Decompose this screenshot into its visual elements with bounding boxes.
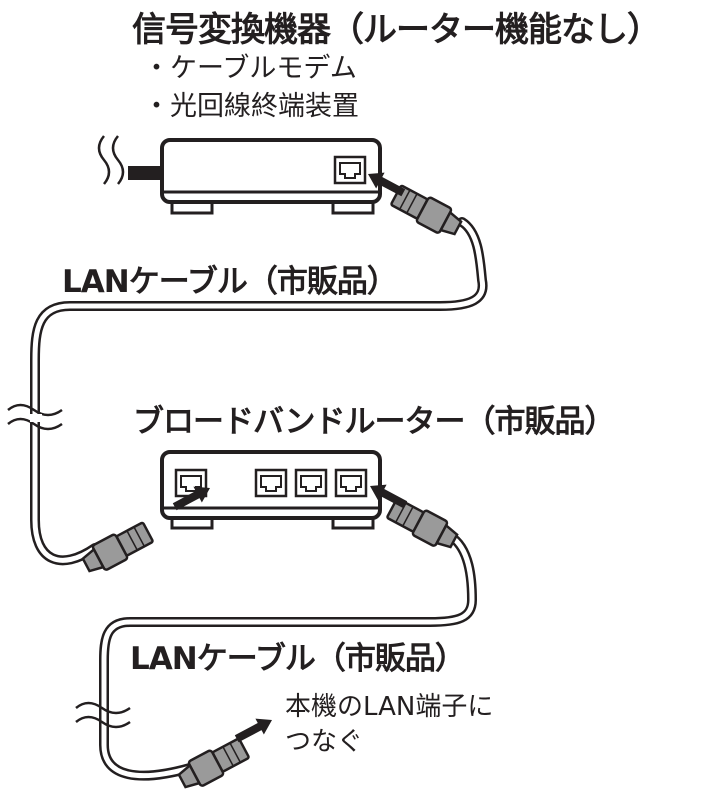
modem-device <box>128 138 382 215</box>
lan-cable-top <box>7 217 488 566</box>
modem-lan-port-icon <box>333 155 367 185</box>
arrow-into-device-icon <box>232 712 277 747</box>
power-wave-icon <box>97 135 125 185</box>
modem-item-onu: ・光回線終端装置 <box>143 91 359 122</box>
modem-power-cord <box>128 166 163 180</box>
router-lan-port-3-icon <box>334 468 368 498</box>
instruction-line-2: つなぐ <box>285 727 364 757</box>
lan-cable-bottom <box>75 531 478 781</box>
router-device <box>160 450 382 530</box>
router-title: ブロードバンドルーター（市販品） <box>133 404 616 440</box>
router-lan-port-2-icon <box>294 468 328 498</box>
cable-top-label: LANケーブル（市販品） <box>62 264 398 300</box>
cable-bottom-label: LANケーブル（市販品） <box>130 641 466 677</box>
router-lan-port-1-icon <box>254 468 288 498</box>
instruction-line-1: 本機のLAN端子に <box>285 692 494 722</box>
modem-item-cable-modem: ・ケーブルモデム <box>143 53 357 84</box>
modem-title: 信号変換機器（ルーター機能なし） <box>132 10 661 50</box>
